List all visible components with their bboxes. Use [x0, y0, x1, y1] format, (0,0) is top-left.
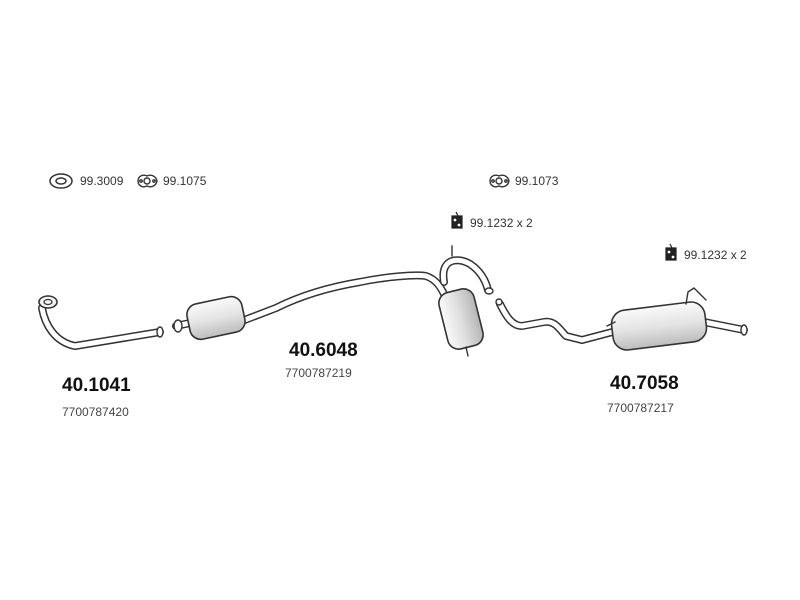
oem-number: 7700787217 — [607, 401, 674, 415]
accessory-code: 99.1232 x 2 — [684, 248, 747, 262]
middle-silencer — [172, 245, 494, 357]
front-pipe — [38, 295, 164, 350]
accessory-code: 99.3009 — [80, 174, 124, 188]
part-number: 40.6048 — [289, 340, 358, 361]
accessory-code: 99.1232 x 2 — [470, 216, 533, 230]
gasket-ring-icon — [49, 173, 73, 189]
rubber-hanger-icon — [451, 211, 463, 229]
accessory-code: 99.1075 — [163, 174, 207, 188]
accessory-code: 99.1073 — [515, 174, 559, 188]
rear-silencer — [495, 287, 748, 351]
rubber-hanger-icon — [665, 243, 677, 261]
oem-number: 7700787420 — [62, 405, 129, 419]
oem-number: 7700787219 — [285, 366, 352, 380]
flange-gasket-icon — [137, 174, 158, 188]
flange-gasket-icon — [489, 174, 510, 188]
part-number: 40.7058 — [610, 373, 679, 394]
part-number: 40.1041 — [62, 375, 131, 396]
